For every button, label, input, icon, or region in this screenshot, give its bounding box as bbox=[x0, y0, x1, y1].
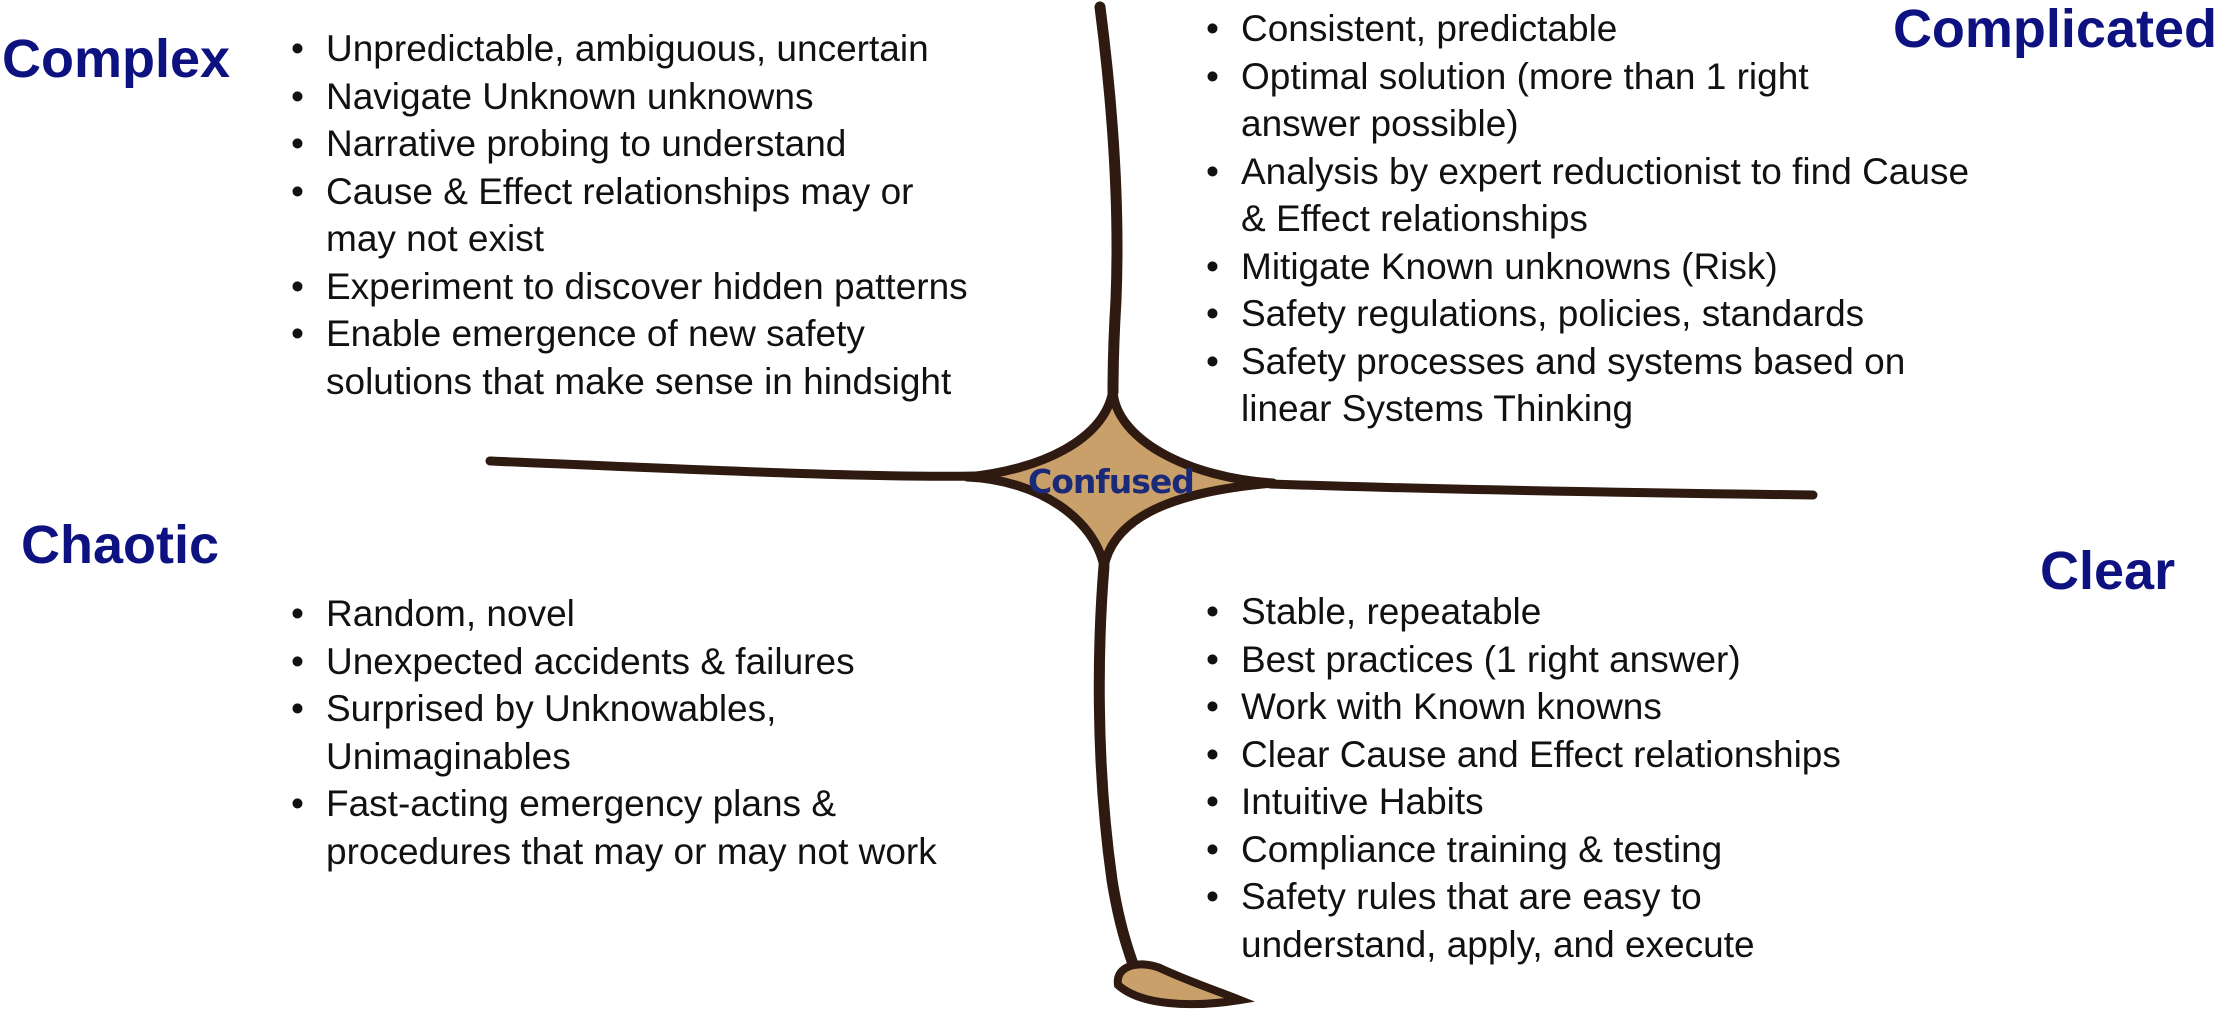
chaotic-list-item: • Fast-acting emergency plans & procedures… bbox=[291, 780, 937, 875]
list-item-text: Stable, repeatable bbox=[1241, 591, 1542, 632]
bullet-icon: • bbox=[291, 640, 304, 682]
list-item-text: Consistent, predictable bbox=[1241, 8, 1618, 49]
domain-title-complicated: Complicated bbox=[1892, 0, 2217, 59]
bullet-icon: • bbox=[1206, 733, 1219, 775]
complicated-list-item: • Analysis by expert reductionist to find… bbox=[1206, 148, 1969, 243]
list-item-text: Compliance training & testing bbox=[1241, 828, 1723, 870]
complex-list-item: • Enable emergence of new safety solutions… bbox=[291, 310, 968, 405]
list-item-text: Safety rules that are easy to bbox=[1241, 876, 1702, 917]
clear-list-item: • Safety rules that are easy to understand… bbox=[1206, 873, 1841, 968]
vertical-divider-bottom bbox=[1093, 560, 1141, 976]
list-item-text: Analysis by expert reductionist to find … bbox=[1241, 150, 1970, 192]
domain-title-clear: Clear bbox=[2040, 541, 2176, 601]
list-item-text: Narrative probing to understand bbox=[326, 123, 847, 164]
bullet-icon: • bbox=[1206, 340, 1219, 382]
bullet-icon: • bbox=[291, 265, 304, 307]
complicated-list-item: • Consistent, predictable bbox=[1206, 5, 1969, 53]
list-item-text: solutions that make sense in hindsight bbox=[326, 360, 952, 402]
bullet-icon: • bbox=[1206, 55, 1219, 97]
complicated-list-item: • Mitigate Known unknowns (Risk) bbox=[1206, 243, 1969, 291]
list-item-text: Safety processes and systems based on bbox=[1241, 340, 1906, 382]
complex-list-item: • Unpredictable, ambiguous, uncertain bbox=[291, 25, 968, 73]
clear-list-item: • Compliance training & testing bbox=[1206, 826, 1841, 874]
list-item-text: Safety regulations, policies, standards bbox=[1241, 293, 1865, 334]
complex-list: • Unpredictable, ambiguous, uncertain • Nav… bbox=[291, 25, 968, 405]
complicated-list-item: • Safety regulations, policies, standards bbox=[1206, 290, 1969, 338]
complex-list-item: • Experiment to discover hidden patterns bbox=[291, 263, 968, 311]
bullet-icon: • bbox=[291, 123, 304, 164]
list-item-text: Work with Known knowns bbox=[1241, 686, 1662, 727]
bullet-icon: • bbox=[291, 313, 304, 354]
chaotic-list-item: • Unexpected accidents & failures bbox=[291, 638, 937, 686]
horizontal-divider-right bbox=[1265, 479, 1818, 500]
bullet-icon: • bbox=[291, 783, 304, 824]
bullet-icon: • bbox=[291, 28, 304, 69]
domain-title-chaotic: Chaotic bbox=[21, 515, 220, 575]
confused-center-shape bbox=[962, 385, 1278, 572]
bullet-icon: • bbox=[1206, 293, 1219, 334]
list-item-text: & Effect relationships bbox=[1241, 198, 1588, 239]
complex-list-item: • Cause & Effect relationships may or may … bbox=[291, 168, 968, 263]
list-item-text: Navigate Unknown unknowns bbox=[326, 75, 814, 117]
clear-list-item: • Best practices (1 right answer) bbox=[1206, 636, 1841, 684]
list-item-text: linear Systems Thinking bbox=[1241, 388, 1634, 429]
bullet-icon: • bbox=[291, 593, 304, 634]
list-item-text: Best practices (1 right answer) bbox=[1241, 638, 1741, 680]
list-item-text: understand, apply, and execute bbox=[1241, 923, 1755, 965]
list-item-text: Unimaginables bbox=[326, 735, 571, 777]
list-item-text: Fast-acting emergency plans & bbox=[326, 783, 837, 824]
list-item-text: Optimal solution (more than 1 right bbox=[1241, 55, 1809, 97]
list-item-text: Enable emergence of new safety bbox=[326, 313, 865, 354]
complicated-list: • Consistent, predictable • Optimal solutio… bbox=[1206, 5, 1969, 433]
complex-list-item: • Navigate Unknown unknowns bbox=[291, 73, 968, 121]
chaotic-list-item: • Surprised by Unknowables, Unimaginables bbox=[291, 685, 937, 780]
chaotic-list-item: • Random, novel bbox=[291, 590, 937, 638]
list-item-text: Experiment to discover hidden patterns bbox=[326, 265, 968, 307]
chaotic-list: • Random, novel • Unexpected accidents & fa… bbox=[291, 590, 937, 875]
list-item-text: Unexpected accidents & failures bbox=[326, 640, 855, 682]
complicated-list-item: • Safety processes and systems based on li… bbox=[1206, 338, 1969, 433]
clear-list-item: • Intuitive Habits bbox=[1206, 778, 1841, 826]
domain-title-complex: Complex bbox=[2, 29, 231, 89]
clear-list-item: • Work with Known knowns bbox=[1206, 683, 1841, 731]
bullet-icon: • bbox=[291, 75, 304, 117]
complicated-list-item: • Optimal solution (more than 1 right answ… bbox=[1206, 53, 1969, 148]
clear-list-item: • Clear Cause and Effect relationships bbox=[1206, 731, 1841, 779]
clear-list-item: • Stable, repeatable bbox=[1206, 588, 1841, 636]
list-item-text: Random, novel bbox=[326, 593, 575, 634]
list-item-text: answer possible) bbox=[1241, 103, 1519, 144]
list-item-text: procedures that may or may not work bbox=[326, 830, 937, 872]
bullet-icon: • bbox=[1206, 245, 1219, 287]
list-item-text: Clear Cause and Effect relationships bbox=[1241, 733, 1841, 775]
vertical-divider-top bbox=[1094, 1, 1123, 398]
bullet-icon: • bbox=[1206, 686, 1219, 727]
list-item-text: Unpredictable, ambiguous, uncertain bbox=[326, 28, 929, 69]
list-item-text: Mitigate Known unknowns (Risk) bbox=[1241, 245, 1778, 287]
list-item-text: Intuitive Habits bbox=[1241, 781, 1484, 822]
horizontal-divider-left bbox=[485, 456, 980, 481]
list-item-text: may not exist bbox=[326, 218, 544, 259]
list-item-text: Surprised by Unknowables, bbox=[326, 688, 777, 729]
bullet-icon: • bbox=[1206, 638, 1219, 680]
bullet-icon: • bbox=[1206, 8, 1219, 49]
bullet-icon: • bbox=[1206, 876, 1219, 917]
bullet-icon: • bbox=[1206, 781, 1219, 822]
root-foot-shape bbox=[1113, 960, 1255, 1009]
bullet-icon: • bbox=[291, 170, 304, 212]
domain-title-confused: Confused bbox=[1028, 462, 1195, 501]
complex-list-item: • Narrative probing to understand bbox=[291, 120, 968, 168]
bullet-icon: • bbox=[1206, 828, 1219, 870]
bullet-icon: • bbox=[1206, 150, 1219, 192]
clear-list: • Stable, repeatable • Best practices (1 ri… bbox=[1206, 588, 1841, 968]
bullet-icon: • bbox=[291, 688, 304, 729]
bullet-icon: • bbox=[1206, 591, 1219, 632]
list-item-text: Cause & Effect relationships may or bbox=[326, 170, 914, 212]
